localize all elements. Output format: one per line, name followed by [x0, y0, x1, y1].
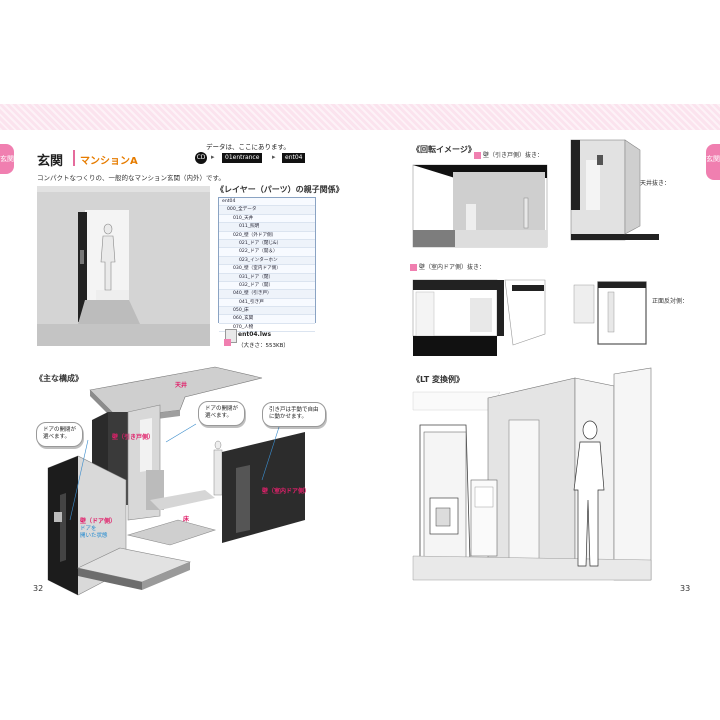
layer-row: 031_ドア（閉） — [219, 274, 315, 282]
folder-01entrance: 01entrance — [222, 153, 263, 163]
rotate-render-1 — [412, 164, 548, 248]
layer-row: 070_人物 — [219, 324, 315, 333]
layer-row: 050_床 — [219, 307, 315, 316]
layer-tree-panel: ent04 000_全データ 010_天井 011_照明 020_壁（外ドア側）… — [218, 197, 316, 333]
label-floor: 床 — [183, 516, 190, 523]
callout-sliding: 引き戸は手動で自由 に動かせます。 — [262, 402, 326, 427]
scene-file-size: （大きさ：553KB） — [238, 343, 289, 349]
chapter-tab-right: 玄関 — [706, 144, 720, 180]
lt-heading: 《LT 変換例》 — [412, 375, 465, 384]
lt-render — [412, 367, 652, 581]
label-ceiling: 天井 — [175, 382, 188, 389]
layer-row: 022_ドア（開＆） — [219, 248, 315, 257]
page-number-left: 32 — [33, 584, 44, 593]
title-divider — [73, 150, 75, 166]
layer-row: 060_玄関 — [219, 315, 315, 324]
layer-row: 023_インターホン — [219, 257, 315, 266]
structure-heading: 《主な構成》 — [35, 374, 83, 383]
layer-row: 021_ドア（閉じ&） — [219, 240, 315, 249]
label-front-opposite: 正面反対側： — [652, 298, 689, 305]
layer-row: 020_壁（外ドア側） — [219, 231, 315, 240]
label-wall-sliding: 壁（引き戸側） — [112, 434, 155, 441]
callout-door-upper: ドアの開閉が 選べます。 — [198, 401, 246, 426]
pink-marker — [474, 152, 481, 159]
folder-ent04: ent04 — [282, 153, 306, 163]
exploded-structure — [47, 366, 305, 596]
layer-row: 011_照明 — [219, 223, 315, 232]
label-door-side: 壁（ドア側） — [80, 518, 117, 525]
layer-row: 041_引き戸 — [219, 298, 315, 308]
label-sliding-removed: 壁（引き戸側）抜き： — [474, 150, 543, 159]
label-inner-removed: 壁（室内ドア側）抜き： — [410, 262, 485, 271]
pink-marker — [224, 339, 231, 346]
header-band — [0, 104, 720, 130]
layer-row: ent04 — [219, 198, 315, 207]
chapter-tab-left: 玄関 — [0, 144, 14, 174]
rotate-render-2 — [570, 139, 659, 241]
callout-door-left: ドアの開閉が 選べます。 — [36, 422, 84, 447]
label-door-sub: ドアを 開いた状態 — [80, 526, 108, 540]
rotate-heading: 《回転イメージ》 — [412, 145, 476, 154]
separator-dot: ▸ — [272, 153, 276, 161]
layer-row: 040_壁（引き戸） — [219, 290, 315, 299]
scene-file-name: ent04.lws — [238, 331, 272, 338]
layer-row: 032_ドア（開） — [219, 281, 315, 291]
rotate-render-3 — [412, 279, 546, 356]
layer-heading: 《レイヤー（パーツ）の親子関係》 — [216, 185, 344, 194]
page-description: コンパクトなつくりの、一般的なマンション玄関（内外）です。 — [37, 174, 225, 182]
page-title: 玄関 — [37, 154, 64, 169]
label-wall-inner: 壁（室内ドア側） — [262, 488, 311, 495]
pink-marker — [410, 264, 417, 271]
page-subtitle: マンションA — [80, 156, 138, 167]
entrance-render — [37, 186, 210, 346]
cd-icon: CD — [195, 152, 207, 164]
layer-row: 030_壁（室内ドア側） — [219, 265, 315, 274]
label-ceiling-removed: 天井抜き： — [640, 180, 671, 187]
layer-row: 010_天井 — [219, 214, 315, 224]
rotate-render-4 — [573, 281, 647, 345]
separator-dot: ▸ — [211, 153, 215, 161]
page-number-right: 33 — [680, 584, 691, 593]
layer-row: 000_全データ — [219, 206, 315, 215]
data-location-note: データは、ここにあります。 — [206, 143, 290, 151]
